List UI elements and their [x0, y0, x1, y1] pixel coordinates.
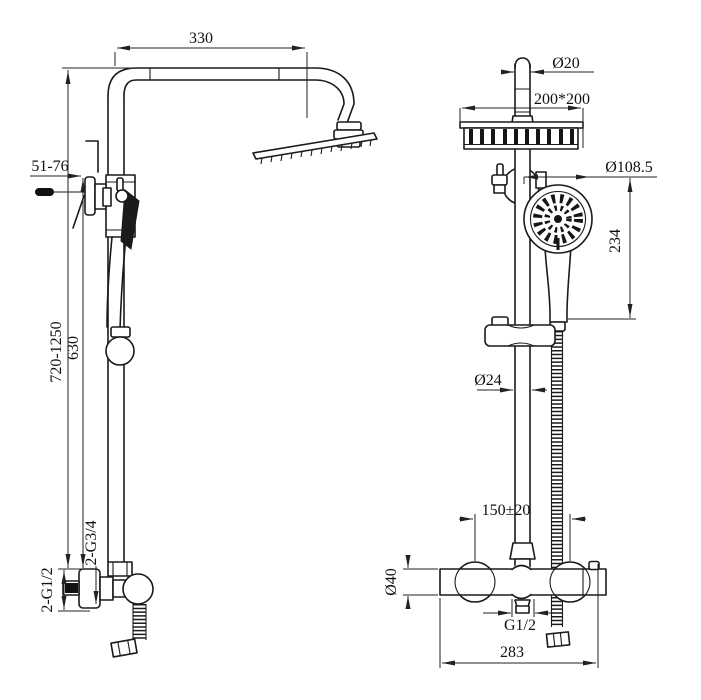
mixer-lever-tip	[35, 188, 54, 196]
hand-shower-handle-side	[106, 236, 127, 330]
left-view: 330 51-76 720-1250 630 2-G1/2	[30, 30, 378, 658]
union-nut	[107, 561, 133, 577]
hand-shower-holder	[535, 171, 547, 189]
right-view-dimensions: Ø20 200*200 Ø108.5 234 Ø24 150	[383, 55, 657, 668]
wall-bracket-hook	[85, 140, 99, 173]
dim-head-size: 200*200	[534, 91, 590, 108]
dim-arm-width: 330	[189, 30, 213, 47]
dim-valve-body-diameter: Ø40	[383, 568, 400, 596]
mixer-bar	[439, 568, 607, 596]
rain-shower-head-front	[459, 121, 584, 129]
dim-total-height: 720-1250	[48, 321, 65, 382]
wall-escutcheon-lower	[78, 568, 101, 609]
arm-joint-lines	[149, 68, 280, 80]
pipe-dome-top	[514, 57, 531, 69]
mixer-lever	[72, 195, 85, 229]
dim-valve-width: 283	[500, 644, 524, 661]
dim-column-height: 630	[65, 336, 82, 360]
shower-arm	[107, 67, 355, 124]
safety-button	[588, 560, 600, 571]
hand-shower-side-profile	[120, 189, 140, 250]
slider-bracket-side	[110, 326, 131, 338]
dim-hand-shower-length: 234	[607, 229, 624, 253]
dim-inlet-thread: 2-G1/2	[39, 567, 56, 612]
hose-nut	[110, 638, 138, 658]
dim-outlet-thread: G1/2	[504, 617, 536, 634]
hand-shower-handle	[544, 244, 572, 323]
dim-inlet-spacing: 150±20	[482, 502, 531, 519]
left-view-dimensions: 330 51-76 720-1250 630 2-G1/2	[30, 30, 308, 613]
dim-hand-shower-diameter: Ø108.5	[605, 159, 653, 176]
dim-wall-offset: 51-76	[31, 158, 68, 175]
right-view: Ø20 200*200 Ø108.5 234 Ø24 150	[383, 55, 657, 668]
spray-center	[554, 215, 562, 223]
dim-top-pipe-diameter: Ø20	[552, 55, 580, 72]
shower-column-front	[439, 57, 607, 648]
slider-knob	[105, 336, 135, 366]
hose-end-nut	[545, 631, 571, 648]
rain-shower-head-side	[252, 132, 378, 160]
nozzle-ticks	[260, 139, 372, 165]
wall-escutcheon-upper	[84, 176, 96, 216]
slider-bracket-front	[484, 324, 556, 347]
diverter-pin	[116, 177, 124, 192]
head-swivel-collar	[336, 121, 362, 131]
valve-knob-side	[122, 573, 154, 605]
dim-riser-thread: 2-G3/4	[83, 520, 100, 565]
dim-riser-diameter: Ø24	[474, 372, 502, 389]
diverter-ball	[115, 189, 129, 203]
nozzle-bars	[469, 129, 574, 144]
